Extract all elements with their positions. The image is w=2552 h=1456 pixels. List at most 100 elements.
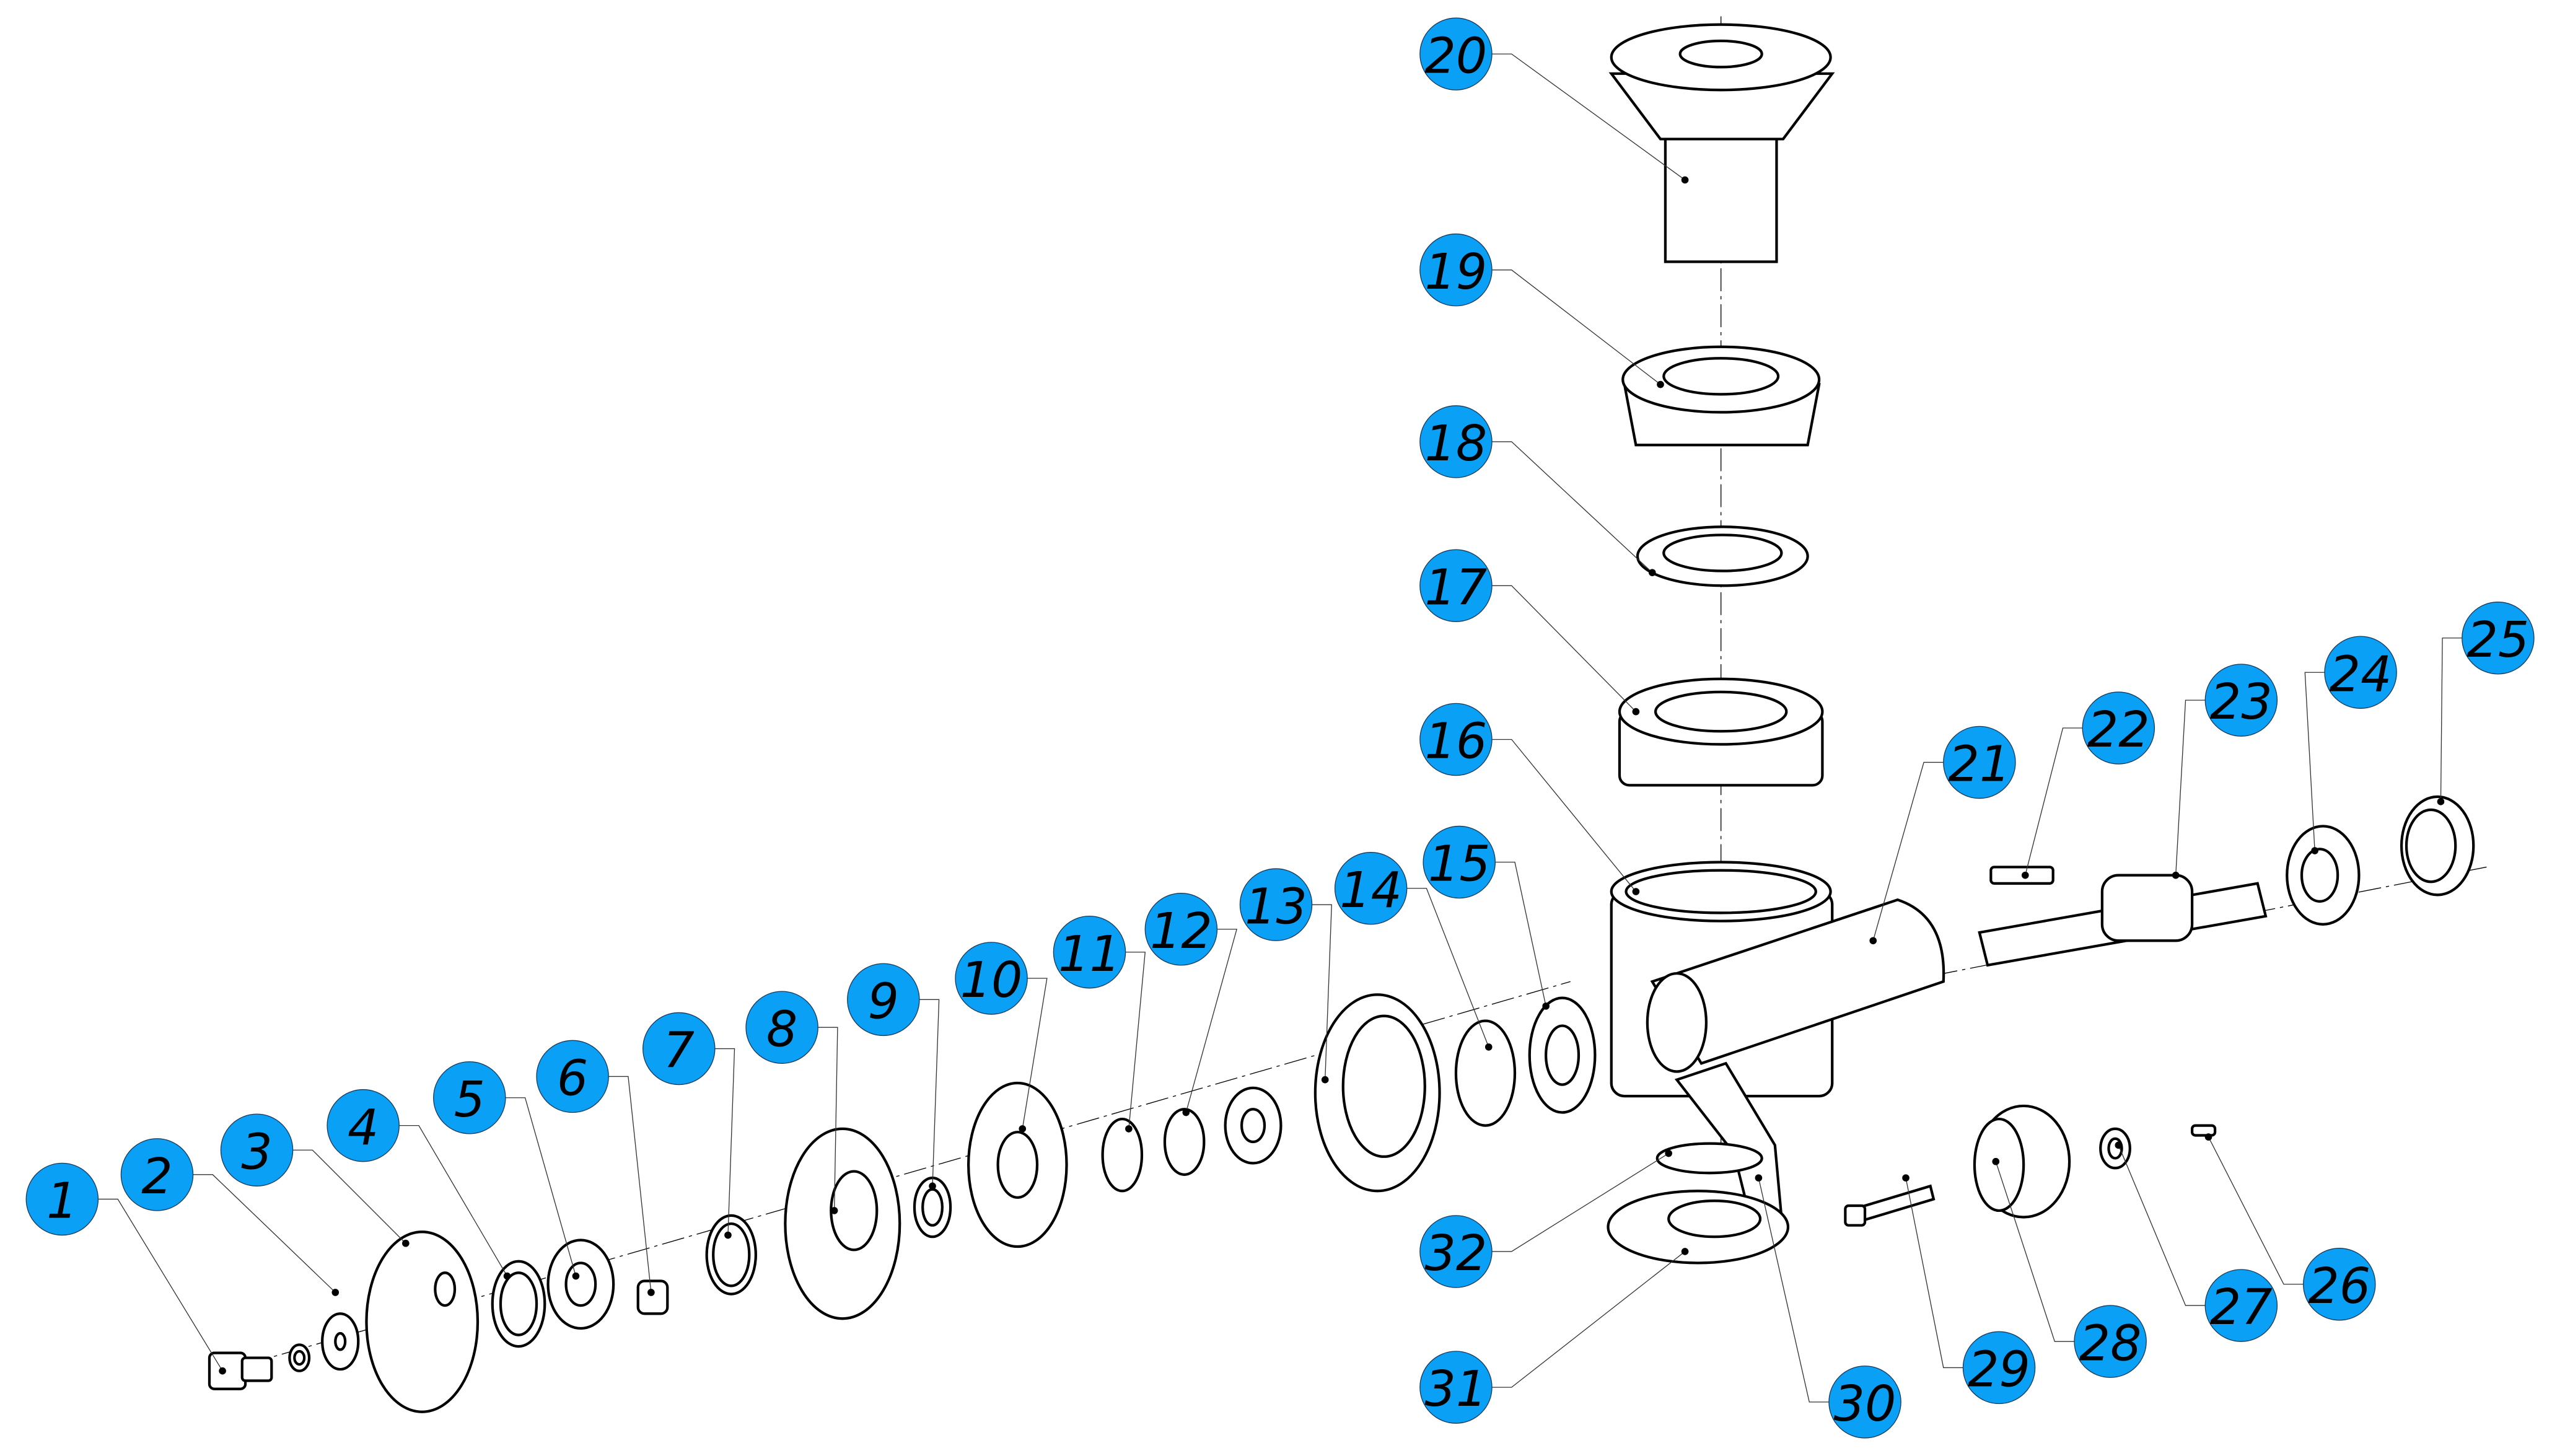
callout-balloon-31: 31 <box>1419 1351 1493 1424</box>
leader-dot-21 <box>1869 937 1877 945</box>
callout-number: 20 <box>1425 27 1488 84</box>
callout-balloon-30: 30 <box>1828 1366 1901 1439</box>
part-washer-18 <box>1636 525 1809 587</box>
leader-dot-6 <box>647 1289 655 1296</box>
callout-balloon-22: 22 <box>2082 691 2155 765</box>
leader-line-1 <box>98 1198 223 1372</box>
callout-balloon-6: 6 <box>536 1040 609 1113</box>
leader-line-2 <box>193 1174 336 1293</box>
callout-number: 30 <box>1834 1375 1896 1432</box>
leader-line-3 <box>292 1149 406 1244</box>
leader-line-22 <box>2025 727 2083 875</box>
leader-dot-16 <box>1632 888 1640 895</box>
part-thrust-bearing-17 <box>1618 677 1824 787</box>
part-housing-cover-13 <box>1313 993 1441 1193</box>
leader-dot-18 <box>1648 569 1656 576</box>
callout-number: 13 <box>1245 877 1307 935</box>
leader-dot-9 <box>929 1182 936 1190</box>
callout-number: 27 <box>2210 1278 2273 1336</box>
leader-dot-28 <box>1992 1157 2000 1165</box>
callout-balloon-5: 5 <box>433 1061 506 1134</box>
leader-dot-20 <box>1681 176 1689 184</box>
leader-line-5 <box>505 1097 577 1276</box>
callout-balloon-32: 32 <box>1419 1215 1493 1288</box>
leader-line-23 <box>2175 699 2206 875</box>
leader-dot-32 <box>1665 1149 1673 1157</box>
callout-balloon-10: 10 <box>955 942 1028 1015</box>
callout-number: 23 <box>2210 673 2273 730</box>
leader-dot-26 <box>2204 1133 2212 1141</box>
part-seal-32 <box>1655 1142 1763 1175</box>
leader-line-8 <box>818 1027 838 1211</box>
part-lock-washer-6 <box>636 1279 669 1315</box>
leader-dot-25 <box>2437 798 2445 805</box>
callout-number: 12 <box>1150 902 1212 960</box>
leader-dot-5 <box>572 1272 580 1280</box>
leader-dot-10 <box>1019 1125 1027 1133</box>
callout-number: 1 <box>46 1172 77 1230</box>
leader-line-24 <box>2304 672 2325 851</box>
leader-dot-31 <box>1681 1248 1689 1255</box>
leader-dot-1 <box>219 1367 226 1375</box>
callout-number: 31 <box>1425 1360 1488 1418</box>
part-nut-13 <box>1224 1086 1283 1165</box>
part-circlip-12 <box>1163 1108 1206 1176</box>
leader-dot-19 <box>1657 380 1664 388</box>
callout-balloon-21: 21 <box>1943 726 2016 799</box>
leader-dot-12 <box>1182 1108 1190 1116</box>
part-end-cap-25 <box>2400 795 2475 897</box>
callout-balloon-18: 18 <box>1419 405 1493 478</box>
callout-balloon-15: 15 <box>1423 825 1496 899</box>
part-pin-26 <box>2191 1124 2217 1137</box>
leader-lines <box>98 53 2462 1403</box>
callout-balloon-9: 9 <box>847 963 920 1037</box>
part-shaft-20 <box>1608 23 1835 263</box>
callout-number: 29 <box>1968 1341 2030 1398</box>
part-flange-plate <box>365 1230 480 1413</box>
leader-line-28 <box>1995 1161 2075 1342</box>
callout-balloon-24: 24 <box>2324 636 2397 709</box>
leader-dot-17 <box>1632 708 1640 716</box>
leader-dot-11 <box>1125 1125 1133 1133</box>
leader-line-19 <box>1492 270 1661 385</box>
leader-dot-2 <box>331 1289 340 1296</box>
leader-line-30 <box>1758 1177 1829 1403</box>
part-ball-bearing-15 <box>1528 996 1597 1114</box>
leader-line-13 <box>1312 904 1332 1080</box>
part-circlip-11 <box>1101 1117 1144 1193</box>
callout-number: 24 <box>2330 645 2392 703</box>
callout-number: 22 <box>2087 701 2150 758</box>
part-bolt-29 <box>1844 1184 1936 1227</box>
callout-balloon-28: 28 <box>2074 1305 2147 1378</box>
leader-dot-29 <box>1902 1174 1910 1182</box>
callout-number: 32 <box>1425 1224 1488 1282</box>
part-worm-shaft-23 <box>1978 874 2268 967</box>
callout-number: 10 <box>960 951 1023 1009</box>
callout-number: 11 <box>1058 925 1121 983</box>
callout-number: 4 <box>348 1099 379 1156</box>
leader-line-7 <box>714 1048 735 1235</box>
leader-line-25 <box>2440 638 2462 802</box>
callout-balloon-4: 4 <box>327 1089 400 1162</box>
leader-line-31 <box>1492 1251 1686 1388</box>
leader-dot-22 <box>2021 871 2029 879</box>
part-base-31 <box>1607 1190 1790 1265</box>
callout-balloon-23: 23 <box>2204 664 2278 737</box>
leader-dot-24 <box>2311 847 2318 854</box>
leader-line-17 <box>1492 585 1636 713</box>
part-bearing-24 <box>2286 825 2361 926</box>
callout-balloon-20: 20 <box>1419 17 1493 90</box>
callout-balloon-26: 26 <box>2303 1248 2376 1321</box>
callout-number: 18 <box>1425 414 1488 472</box>
part-flange-10 <box>967 1081 1068 1248</box>
callout-balloon-29: 29 <box>1962 1331 2036 1405</box>
part-nut-5 <box>546 1239 615 1330</box>
leader-line-14 <box>1406 888 1489 1048</box>
callout-number: 25 <box>2466 611 2529 669</box>
leader-line-21 <box>1872 761 1944 941</box>
leader-line-16 <box>1492 739 1636 892</box>
callout-number: 17 <box>1425 558 1488 616</box>
